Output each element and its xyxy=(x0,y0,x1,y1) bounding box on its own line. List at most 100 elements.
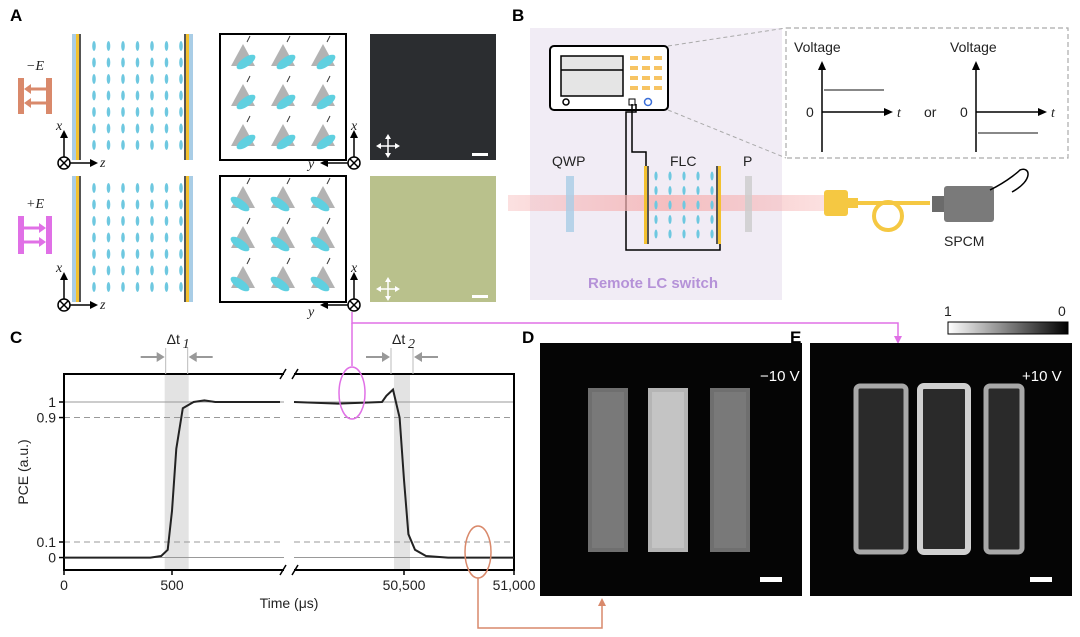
lc-molecule xyxy=(654,200,658,210)
lc-molecule xyxy=(106,282,111,292)
lc-molecule xyxy=(92,74,96,84)
lc-molecule xyxy=(164,249,169,259)
lc-molecule xyxy=(710,229,714,239)
lc-molecule xyxy=(106,140,111,150)
lc-molecule xyxy=(179,140,183,150)
lc-molecule xyxy=(135,216,140,226)
lc-molecule xyxy=(150,57,154,68)
lc-molecule xyxy=(92,107,96,117)
lc-molecule xyxy=(164,90,169,101)
axis-y-label: y xyxy=(306,157,315,172)
lc-molecule xyxy=(106,216,111,226)
svg-text:2: 2 xyxy=(408,337,415,352)
lc-cone-icon xyxy=(270,257,295,292)
t-label: t xyxy=(897,106,902,121)
axis-break-gap xyxy=(284,370,294,574)
lc-molecule xyxy=(150,216,154,226)
lc-cone-icon xyxy=(270,177,295,212)
lc-molecule xyxy=(106,123,111,134)
lc-molecule xyxy=(179,57,183,68)
lc-molecule xyxy=(668,186,672,195)
lc-molecule xyxy=(121,90,125,101)
lc-molecule xyxy=(106,232,111,243)
lc-molecule xyxy=(135,123,140,134)
lc-molecule xyxy=(164,41,169,51)
stripe-outline xyxy=(917,383,971,555)
lc-molecule xyxy=(179,41,183,51)
zero-label: 0 xyxy=(806,104,814,120)
lc-cone-icon xyxy=(231,75,256,110)
lc-molecule xyxy=(164,265,169,276)
lc-molecule xyxy=(135,41,140,51)
lc-molecule xyxy=(179,74,183,84)
stripe-highlight xyxy=(652,392,684,548)
flc-label: FLC xyxy=(670,153,696,169)
image-e-voltage-label: +10 V xyxy=(1022,368,1062,385)
lc-molecule xyxy=(135,57,140,68)
svg-text:Δt: Δt xyxy=(392,331,405,347)
lc-molecule xyxy=(150,183,154,193)
stripe-highlight xyxy=(592,392,624,548)
lc-molecule xyxy=(135,183,140,193)
lc-molecule xyxy=(135,199,140,210)
voltage-label: Voltage xyxy=(794,39,841,55)
lc-molecule xyxy=(654,229,658,239)
colorbar-min-label: 0 xyxy=(1058,303,1066,319)
highlight-ellipse-pink xyxy=(338,366,366,420)
lc-molecule xyxy=(150,199,154,210)
remote-lc-switch-label: Remote LC switch xyxy=(588,275,718,292)
flc-cell xyxy=(644,166,721,244)
lc-molecule xyxy=(150,41,154,51)
lc-molecule xyxy=(106,74,111,84)
lc-cone-icon xyxy=(311,75,336,110)
axis-break-mark xyxy=(279,368,287,380)
lc-cone-icon xyxy=(311,35,336,70)
image-d-voltage-label: −10 V xyxy=(760,368,800,385)
axis-x-label: x xyxy=(55,261,63,276)
scale-bar xyxy=(1030,577,1052,582)
lc-molecule xyxy=(121,107,125,117)
lc-molecule xyxy=(92,41,96,51)
lc-molecule xyxy=(121,232,125,243)
t-label: t xyxy=(1051,106,1056,121)
lc-molecule xyxy=(121,140,125,150)
axes-yx-1: x y xyxy=(306,119,361,172)
pce-trace-rise xyxy=(64,399,280,559)
lc-molecule xyxy=(682,171,686,181)
lc-molecule xyxy=(668,200,672,210)
axis-z-label: z xyxy=(99,156,106,171)
lc-molecule xyxy=(164,232,169,243)
highlight-ellipse-orange xyxy=(464,525,492,579)
polarizer-label: P xyxy=(743,153,752,169)
lc-molecule xyxy=(150,140,154,150)
lc-molecule xyxy=(710,215,714,224)
lc-molecule xyxy=(150,107,154,117)
lc-molecule xyxy=(654,186,658,195)
lc-molecule xyxy=(150,282,154,292)
lc-molecule xyxy=(654,171,658,181)
arrowhead-icon xyxy=(894,336,902,344)
spcm-detector-icon xyxy=(932,168,1029,222)
lc-molecule xyxy=(654,215,658,224)
axis-z-label: z xyxy=(99,298,106,313)
micrograph-bright xyxy=(370,176,496,302)
stripe-highlight xyxy=(714,392,746,548)
y-axis-label: PCE (a.u.) xyxy=(15,439,31,504)
function-generator-icon xyxy=(549,45,669,111)
lc-molecule xyxy=(135,90,140,101)
lc-molecule xyxy=(682,229,686,239)
lc-molecule xyxy=(121,74,125,84)
axis-break-mark xyxy=(291,564,299,576)
lc-molecule xyxy=(121,216,125,226)
axes-yx-2: x y xyxy=(306,261,361,320)
lc-molecule xyxy=(92,90,96,101)
lc-molecule xyxy=(150,265,154,276)
lc-molecule xyxy=(696,229,700,239)
field-label-pos: +E xyxy=(26,197,44,212)
lc-molecule xyxy=(106,249,111,259)
lc-molecule xyxy=(164,107,169,117)
x-axis-label: Time (μs) xyxy=(260,595,319,611)
lc-molecule xyxy=(164,57,169,68)
